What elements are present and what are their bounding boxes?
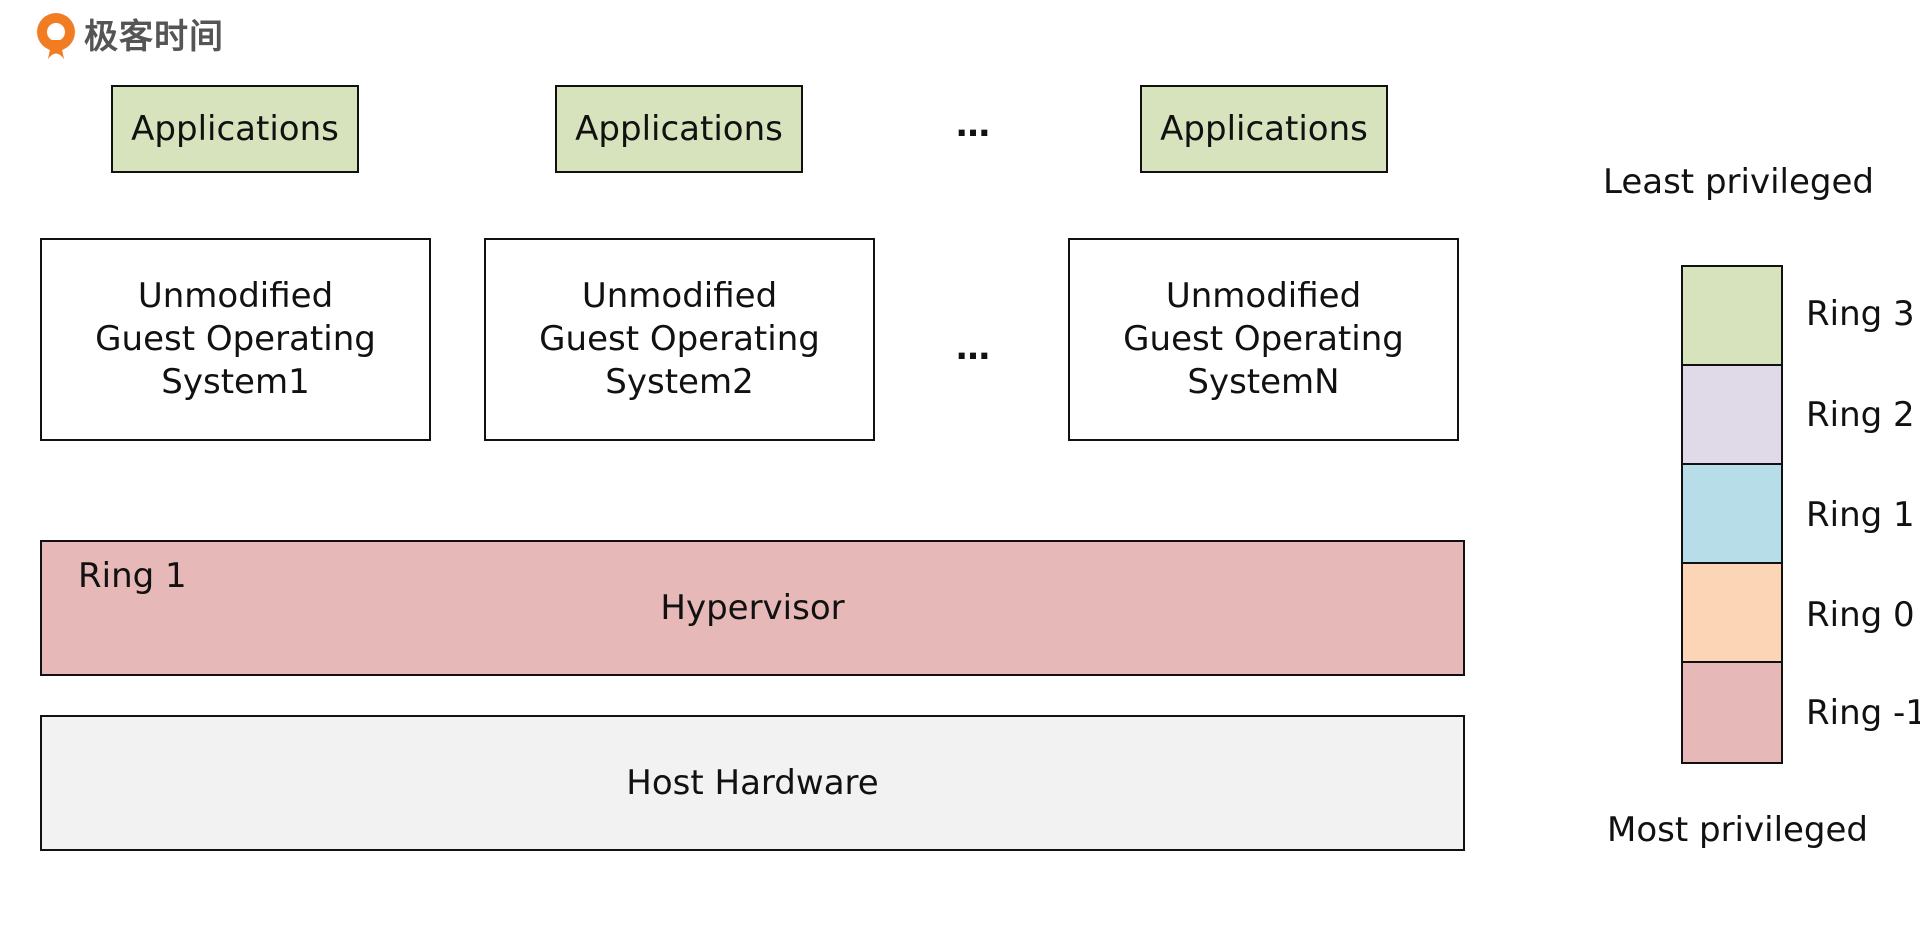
applications-ellipsis: … xyxy=(956,105,992,145)
guest-os-line-3: System2 xyxy=(605,362,754,402)
host-hardware-label: Host Hardware xyxy=(626,763,879,803)
ring-2-label: Ring 2 xyxy=(1806,395,1915,435)
guest-os-box-1: Unmodified Guest Operating System1 xyxy=(40,238,431,441)
guest-os-box-n: Unmodified Guest Operating SystemN xyxy=(1068,238,1459,441)
hypervisor-label: Hypervisor xyxy=(660,588,845,628)
applications-label: Applications xyxy=(131,109,339,149)
applications-label: Applications xyxy=(1160,109,1368,149)
guest-os-line-2: Guest Operating xyxy=(539,319,820,359)
hypervisor-box: Ring 1 Hypervisor xyxy=(40,540,1465,676)
ring-1-swatch xyxy=(1683,465,1781,564)
ring-0-label: Ring 0 xyxy=(1806,595,1915,635)
ring-1-label: Ring 1 xyxy=(1806,495,1915,535)
hypervisor-ring-label: Ring 1 xyxy=(78,556,187,596)
ring-minus-1-label: Ring -1 xyxy=(1806,693,1920,733)
ring-legend-stack xyxy=(1681,265,1783,764)
ring-2-swatch xyxy=(1683,366,1781,465)
guest-os-line-2: Guest Operating xyxy=(1123,319,1404,359)
geektime-logo: 极客时间 xyxy=(34,12,224,62)
guest-os-ellipsis: … xyxy=(956,328,992,368)
applications-box-n: Applications xyxy=(1140,85,1388,173)
applications-label: Applications xyxy=(575,109,783,149)
ring-minus-1-swatch xyxy=(1683,663,1781,762)
guest-os-line-1: Unmodified xyxy=(1165,276,1362,316)
guest-os-box-2: Unmodified Guest Operating System2 xyxy=(484,238,875,441)
ring-0-swatch xyxy=(1683,564,1781,663)
legend-most-privileged: Most privileged xyxy=(1607,810,1869,850)
guest-os-line-1: Unmodified xyxy=(581,276,778,316)
legend-least-privileged: Least privileged xyxy=(1603,162,1874,202)
logo-text: 极客时间 xyxy=(84,17,224,57)
applications-box-2: Applications xyxy=(555,85,803,173)
geektime-logo-icon xyxy=(37,13,75,59)
guest-os-line-3: SystemN xyxy=(1187,362,1340,402)
ring-3-swatch xyxy=(1683,267,1781,366)
ring-3-label: Ring 3 xyxy=(1806,294,1915,334)
guest-os-line-1: Unmodified xyxy=(137,276,334,316)
applications-box-1: Applications xyxy=(111,85,359,173)
guest-os-line-3: System1 xyxy=(161,362,310,402)
guest-os-line-2: Guest Operating xyxy=(95,319,376,359)
host-hardware-box: Host Hardware xyxy=(40,715,1465,851)
